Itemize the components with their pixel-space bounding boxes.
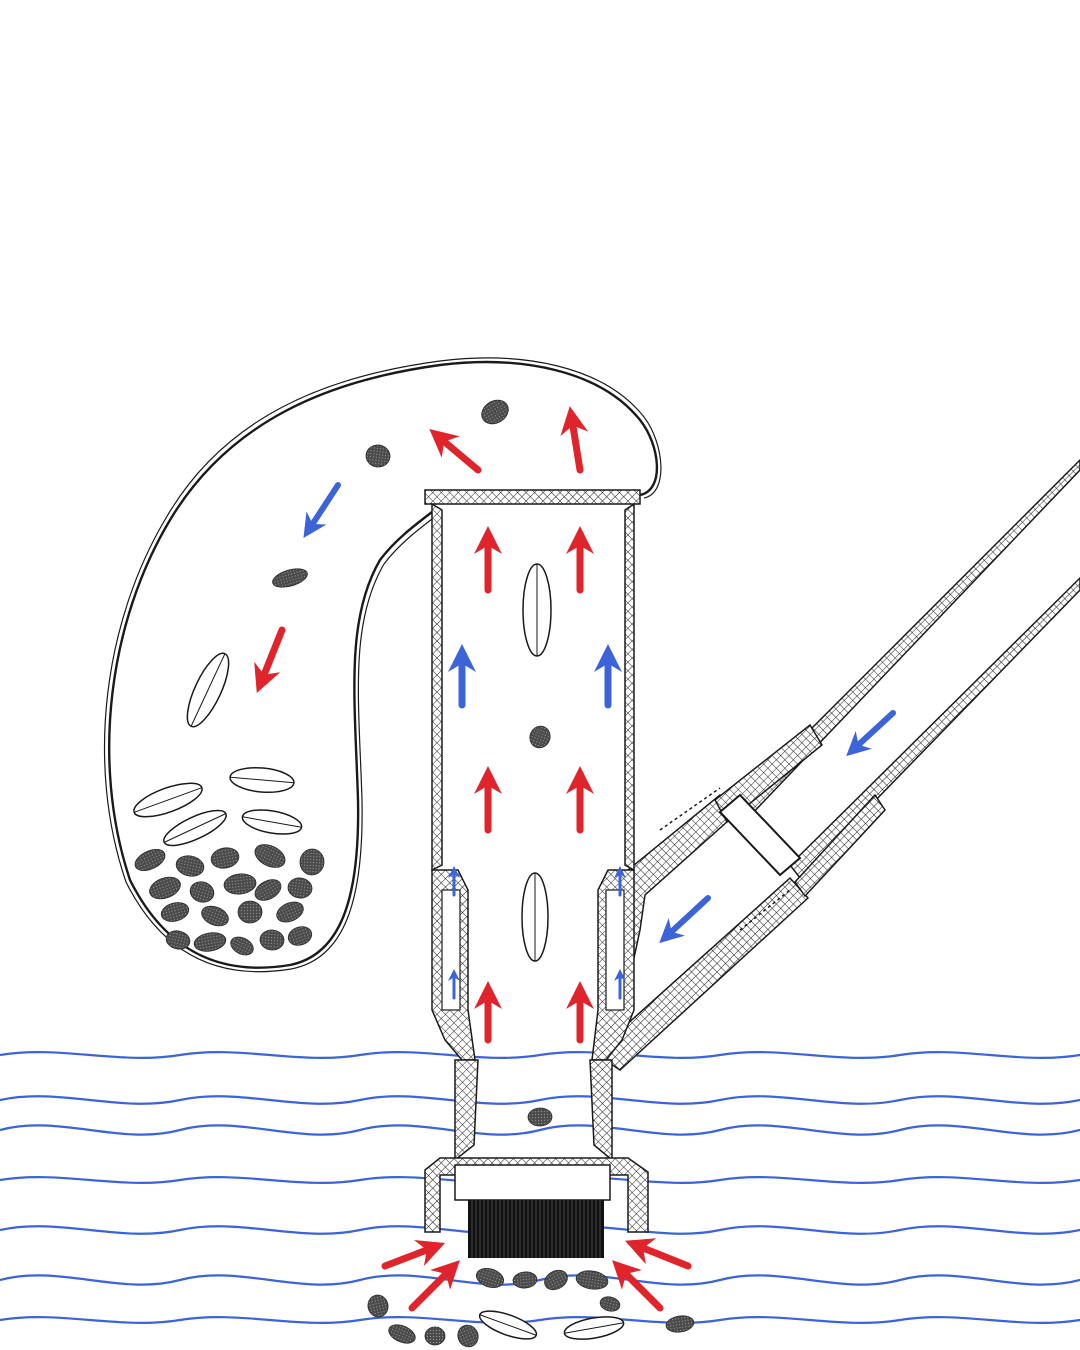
leaf: [478, 1310, 538, 1340]
debris-rock: [599, 1296, 621, 1312]
debris-rock: [201, 905, 229, 927]
leaf: [521, 872, 549, 962]
suction-flow-arrow: [381, 1239, 446, 1270]
leaf-debris: [133, 563, 625, 1340]
debris-rock: [457, 1324, 479, 1348]
debris-rock: [149, 876, 181, 900]
wave-line: [0, 1316, 1080, 1324]
debris-rock: [299, 848, 325, 876]
debris-rock: [193, 932, 227, 952]
leaf: [163, 809, 227, 847]
leaf: [563, 1316, 625, 1340]
suction-flow-arrow: [254, 626, 286, 693]
wave-line: [0, 1051, 1080, 1059]
debris-rock: [481, 399, 509, 425]
debris-rock: [512, 1271, 538, 1289]
debris-rock: [210, 847, 240, 869]
suction-flow-arrow: [625, 1238, 692, 1270]
debris-rock: [527, 1107, 553, 1127]
debris-rock: [160, 902, 190, 922]
suction-flow-arrow: [560, 406, 589, 474]
debris-rock: [529, 725, 551, 749]
debris-rock: [276, 901, 304, 923]
wave-line: [0, 1124, 1080, 1136]
debris-rock: [254, 844, 286, 868]
leaf: [241, 809, 303, 835]
debris-rock: [665, 1315, 695, 1333]
wave-line: [0, 1274, 1080, 1286]
brush-bristles: [468, 1200, 604, 1258]
debris-rock: [287, 926, 313, 946]
leaf: [133, 782, 203, 818]
leaf: [522, 563, 552, 657]
debris-rock: [189, 881, 215, 903]
suction-tube: [424, 489, 641, 1162]
debris-rock: [544, 1269, 568, 1291]
debris-rock: [230, 936, 254, 956]
side-water-inlet: [604, 723, 886, 1071]
handle-pole: [733, 458, 1080, 880]
brush-head: [424, 1157, 649, 1258]
debris-rock: [388, 1324, 416, 1344]
suction-flow-arrow: [612, 1260, 664, 1312]
water-flow-arrow: [303, 482, 341, 539]
debris-rock: [575, 1270, 609, 1290]
flow-arrows: [254, 406, 896, 1312]
water-flow-arrow: [846, 710, 896, 757]
debris-particles: [134, 399, 695, 1348]
debris-rock: [365, 444, 391, 468]
debris-rock: [475, 1268, 505, 1288]
debris-rock: [367, 1294, 389, 1318]
water-flow-arrow: [659, 895, 711, 944]
suction-flow-arrow: [408, 1260, 460, 1312]
debris-rock: [175, 855, 205, 877]
debris-rock: [223, 873, 257, 895]
debris-rock: [424, 1326, 446, 1346]
wave-line: [0, 1095, 1080, 1105]
debris-rock: [237, 900, 263, 924]
debris-rock: [287, 877, 313, 899]
debris-rock: [134, 849, 166, 871]
suction-flow-arrow: [429, 428, 482, 474]
debris-rock: [272, 568, 308, 588]
debris-rock: [259, 929, 285, 951]
debris-rock: [165, 930, 191, 950]
leaf: [186, 652, 230, 728]
leaf: [229, 766, 295, 794]
debris-rock: [254, 879, 282, 901]
